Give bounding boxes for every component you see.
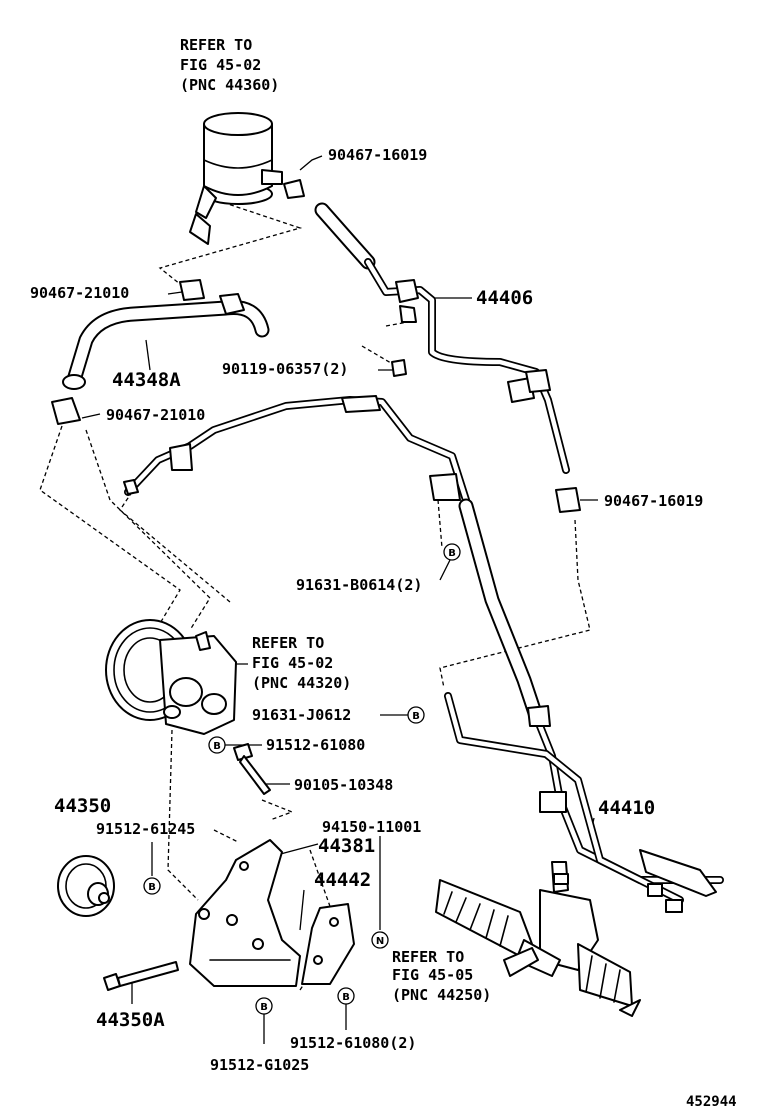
marker-b-bracket-left: B (143, 877, 161, 895)
ref-pump-line3: (PNC 44320) (252, 674, 351, 692)
svg-text:B: B (213, 741, 221, 752)
marker-b-upper: B (443, 543, 461, 561)
suction-hose (62, 293, 270, 390)
pump-bracket (189, 839, 301, 987)
label-idler-pulley: 44350 (54, 795, 111, 817)
svg-text:B: B (448, 548, 456, 559)
label-bolt-b-pump-lower: 91512-61080 (266, 736, 365, 754)
label-clamp-right-mid: 90467-16019 (604, 492, 703, 510)
label-bracket: 44381 (318, 835, 375, 857)
reservoir-tank (189, 112, 283, 245)
label-nut-n: 94150-11001 (322, 818, 421, 836)
ref-reservoir-line3: (PNC 44360) (180, 76, 279, 94)
marker-n: N (371, 931, 389, 949)
label-bolt-b-upper: 91631-B0614(2) (296, 576, 422, 594)
part-labels: REFER TO FIG 45-02 (PNC 44360) 90467-160… (30, 36, 737, 1110)
ref-reservoir-line2: FIG 45-02 (180, 56, 261, 74)
marker-b-bracket: B (255, 997, 273, 1015)
label-stay: 44442 (314, 869, 371, 891)
marker-b-stay: B (337, 987, 355, 1005)
label-bolt-bracket-left: 91512-61245 (96, 820, 195, 838)
clamp-left-lower-icon (51, 397, 81, 425)
svg-text:N: N (376, 936, 384, 947)
figure-id: 452944 (686, 1094, 737, 1110)
svg-text:B: B (260, 1002, 268, 1013)
ref-reservoir-line1: REFER TO (180, 36, 252, 54)
idler-pulley (57, 855, 115, 917)
ref-pump-line2: FIG 45-02 (252, 654, 333, 672)
svg-text:B: B (148, 882, 156, 893)
steering-gear (435, 861, 641, 1017)
marker-b-pump: B (407, 706, 425, 724)
clamp-right-mid-icon (555, 487, 581, 513)
label-pressure-tube: 44410 (598, 797, 655, 819)
pump-stay (301, 903, 355, 985)
ref-gear-line3: (PNC 44250) (392, 986, 491, 1004)
ref-gear-line1: REFER TO (392, 948, 464, 966)
pulley-bolt (103, 961, 179, 991)
label-bolt-b-stay: 91512-61080(2) (290, 1034, 416, 1052)
label-union-bolt: 90105-10348 (294, 776, 393, 794)
small-bolt-icon (391, 359, 407, 377)
label-clamp-left-lower: 90467-21010 (106, 406, 205, 424)
fastener-markers: B B B B N B B (143, 543, 461, 1015)
clamp-left-upper-icon (179, 279, 205, 301)
assembly-dashed-lines (39, 197, 591, 991)
return-tube (314, 202, 570, 474)
label-bolt-small: 90119-06357(2) (222, 360, 348, 378)
label-bolt-b-bracket: 91512-G1025 (210, 1056, 309, 1074)
label-clamp-top-right: 90467-16019 (328, 146, 427, 164)
label-suction-hose: 44348A (112, 369, 181, 391)
pump-assembly (105, 619, 237, 735)
union-bolt (233, 743, 271, 795)
svg-text:B: B (342, 992, 350, 1003)
marker-b-pump-lower: B (208, 736, 226, 754)
svg-text:B: B (412, 711, 420, 722)
label-bolt-b-pump: 91631-J0612 (252, 706, 351, 724)
ref-gear-line2: FIG 45-05 (392, 966, 473, 984)
label-clamp-left-upper: 90467-21010 (30, 284, 129, 302)
label-pulley-bolt: 44350A (96, 1009, 165, 1031)
clamp-top-right-icon (283, 179, 305, 199)
pressure-tube (123, 395, 724, 913)
ref-pump-line1: REFER TO (252, 634, 324, 652)
label-return-tube: 44406 (476, 287, 533, 309)
hose-clamps (51, 179, 581, 513)
